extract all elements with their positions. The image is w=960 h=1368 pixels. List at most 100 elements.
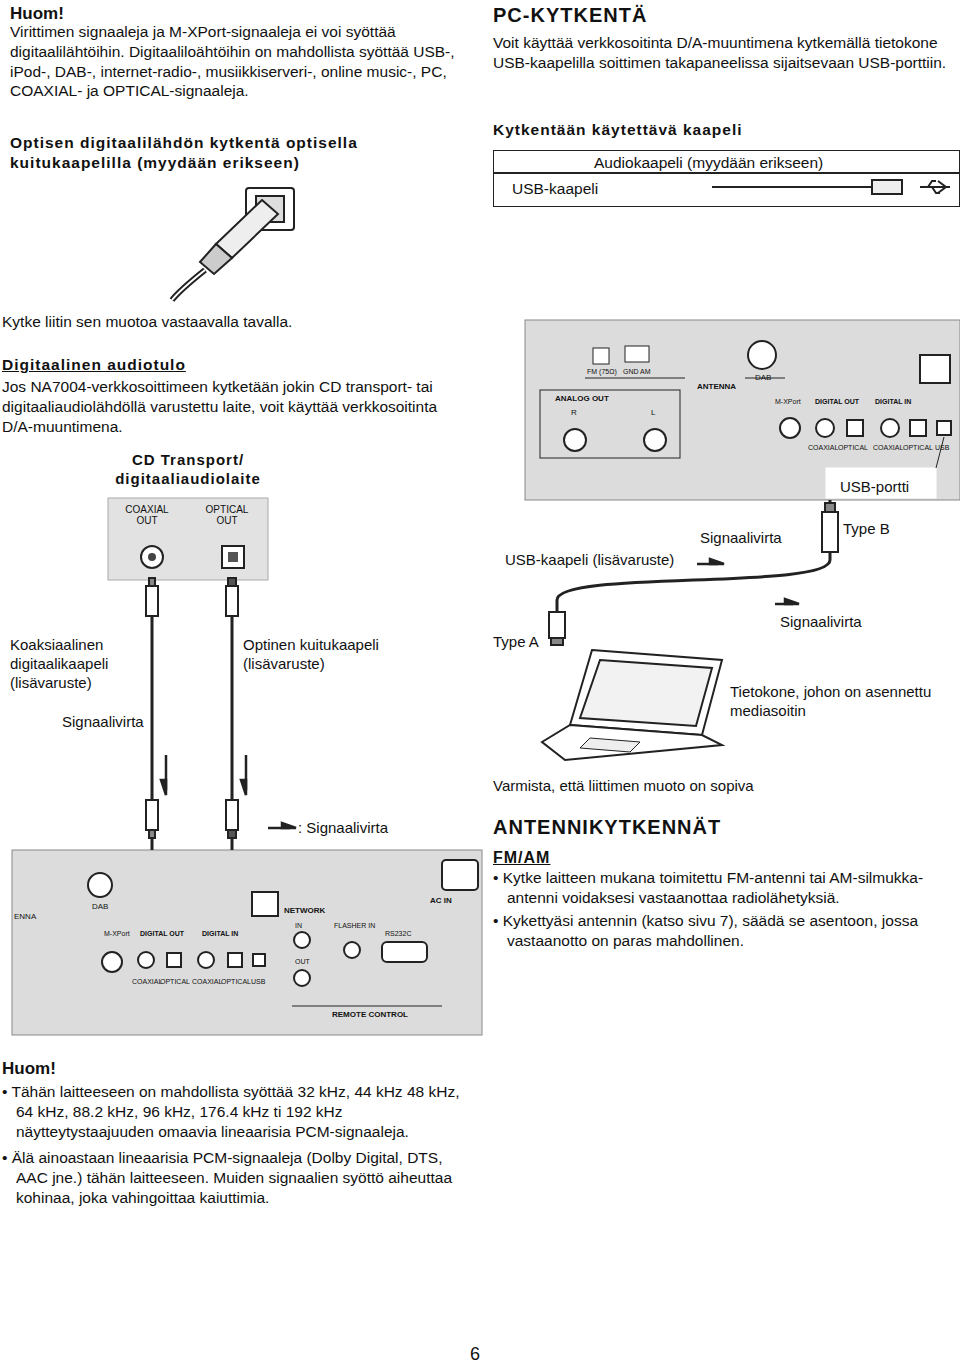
rear-panel-top [625,346,649,362]
node-text: ANTENNA [697,382,757,392]
laptop [542,725,722,760]
rear-panel-top [816,419,834,437]
rear-panel-bottom [252,892,278,916]
note-text: Virittimen signaaleja ja M-XPort-signaal… [10,22,475,101]
rear-panel-bottom [102,952,122,972]
signal-flow-arrow [161,780,166,795]
node-text: IN [295,922,315,931]
node-text: RS232C [385,930,430,939]
node-text: OPTICAL [221,978,251,987]
node-text: USB [935,444,955,453]
rear-panel-bottom [12,850,482,1035]
cd-transport-panel [141,546,163,568]
cable-plug [825,503,835,512]
node-text: COAXIAL [873,444,903,453]
node-text: DAB [92,902,122,912]
plug-type: Type A [493,632,548,651]
signal-flow-arrow [282,823,296,828]
optical-plug-illustration [172,270,205,300]
node-text: CD Transport/ digitaaliaudiolaite [88,450,288,488]
rear-panel-top [540,390,680,458]
rear-panel-top [937,421,951,435]
port-label: USB-portti [840,477,935,496]
rear-panel-top [881,419,899,437]
rear-panel-top [525,320,960,500]
node-text: Audiokaapeli (myydään erikseen) [594,153,924,173]
bullet-text: • Kytke laitteen mukana toimitettu FM-an… [493,868,955,908]
cable-plug [146,800,158,830]
node-text: DIGITAL OUT [815,398,870,407]
note-heading: Huom! [10,3,410,25]
rear-panel-top [826,468,936,498]
rear-panel-bottom [12,850,482,1035]
cable-label: USB-kaapeli (lisävaruste) [505,550,690,569]
note-heading: Huom! [2,1058,202,1080]
rear-panel-bottom [138,952,154,968]
node-text: COAXIAL [132,978,162,987]
node-text: OPTICAL [903,444,933,453]
cable-label: Koaksiaalinen digitaalikaapeli (lisävaru… [10,635,145,693]
node-text: Tietokone, johon on asennettu mediasoiti… [730,682,945,720]
usb-cable-icon [872,180,902,194]
node-text: REMOTE CONTROL [332,1010,432,1020]
rear-panel-top [564,429,586,451]
cable-plug [149,578,155,586]
node-text: COAXIAL OUT [122,504,172,526]
instruction: Varmista, että liittimen muoto on sopiva [493,776,953,795]
node-text: ENNA [14,912,54,922]
rear-panel-bottom [294,970,310,986]
rear-panel-top [525,320,960,500]
rear-panel-bottom [292,1006,442,1007]
bullet-text: • Älä ainoastaan lineaarisia PCM-signaal… [2,1148,474,1207]
node-text: OUT [295,958,320,967]
cd-transport-panel [148,553,156,561]
sub-heading: FM/AM [493,848,693,868]
cable-label: Optinen kuitukaapeli (lisävaruste) [243,635,423,673]
rear-panel-top [847,420,863,436]
node-text: USB [251,978,271,987]
node-text: DIGITAL IN [875,398,930,407]
rear-panel-top [910,420,926,436]
node-text: DAB [755,373,785,383]
optical-plug-illustration [216,200,278,258]
cable-plug [146,586,158,616]
signal-flow-label: Signaalivirta [700,528,800,547]
section-heading: ANTENNIKYTKENNÄT [493,815,953,841]
rear-panel-closeup: FM (75Ω)GND AMANTENNADABANALOG OUTRLM-XP… [525,320,960,500]
signal-flow-label: Signaalivirta [780,612,890,631]
laptop [570,650,722,735]
section-heading: Optisen digitaalilähdön kytkentä optisel… [10,133,470,173]
instruction: Kytke liitin sen muotoa vastaavalla tava… [2,312,472,332]
node-text: USB-kaapeli [512,179,662,199]
cd-transport-panel: CD Transport/ digitaaliaudiolaiteCOAXIAL… [108,498,268,580]
node-text: NETWORK [284,906,344,916]
bullet-text: • Tähän laitteeseen on mahdollista syött… [2,1082,474,1141]
usb-cable-icon [493,172,960,174]
signal-flow-arrow [241,780,246,795]
rear-panel-top [936,437,944,468]
node-text: ANALOG OUT [555,394,635,404]
laptop [542,650,722,760]
node-text: COAXIAL [192,978,222,987]
rear-panel-bottom [253,954,265,966]
cable-plug [226,586,238,616]
rear-panel-bottom [228,953,242,967]
section-heading: PC-KYTKENTÄ [493,3,953,29]
legend-text: : Signaalivirta [298,818,448,837]
section-heading: Digitaalinen audiotulo [2,355,472,375]
cable-plug [228,830,236,838]
rear-panel-top [780,418,800,438]
cd-transport-panel [108,498,268,580]
node-text: GND AM [623,368,663,377]
rear-panel: ENNADABNETWORKAC INM-XPortDIGITAL OUTDIG… [12,850,482,1035]
node-text: FLASHER IN [334,922,384,931]
node-text: FM (75Ω) [587,368,617,376]
body-text: Jos NA7004-verkkosoittimeen kytketään jo… [2,377,472,436]
node-text: OPTICAL OUT [202,504,252,526]
rear-panel-bottom [442,860,478,890]
cable-plug [822,512,838,552]
optical-plug-illustration [172,188,294,300]
signal-flow-arrow [710,559,724,564]
node-text: AC IN [430,896,480,906]
